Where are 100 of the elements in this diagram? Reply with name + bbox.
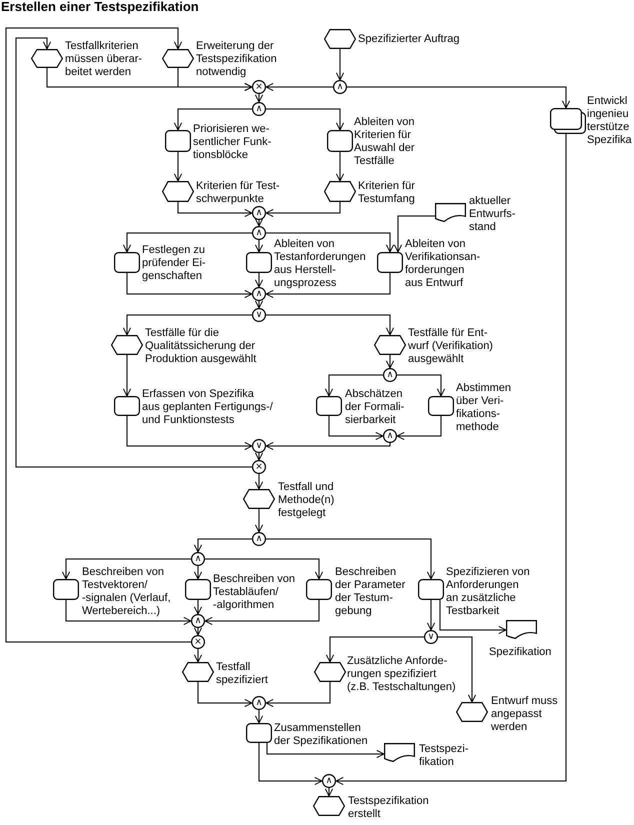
logic-operator: × [255, 82, 263, 92]
event-label: Erweiterung der Testspezifikation notwendig [196, 40, 277, 79]
diagram-title: Erstellen einer Testspezifikation [1, 0, 199, 14]
event-label: Kriterien für Testumfang [358, 180, 415, 206]
flow-arrow [324, 374, 384, 396]
flow-arrow [266, 232, 394, 252]
function-label: Priorisieren we- sentlicher Funk- tionsblöcke [193, 122, 272, 162]
flow-arrow [254, 474, 264, 490]
flow-arrow [254, 300, 264, 308]
function-label: Beschreiben der Parameter der Testum- gebung [335, 566, 406, 618]
logic-operator: ∧ [255, 228, 263, 238]
flow-arrow [266, 538, 436, 580]
logic-operator: ∨ [255, 442, 263, 450]
function-label: Beschreiben von Testabläufen/ -algorithmen [213, 572, 295, 612]
function-label: Ableiten von Verifikationsan- forderungen aus Entwurf [405, 238, 480, 290]
flow-arrow [194, 627, 202, 636]
logic-operator: ∧ [255, 290, 263, 298]
flow-arrow [254, 508, 264, 532]
flow-arrow [326, 636, 424, 662]
logic-operator: ∨ [255, 310, 263, 320]
flow-arrow [254, 94, 264, 102]
flow-arrow [254, 240, 264, 252]
event-label: Testfall und Methode(n) festgelegt [278, 480, 334, 520]
flow-arrow [6, 28, 192, 642]
flow-arrow [336, 152, 344, 182]
flow-arrow [178, 202, 252, 218]
event-label: Zusätzliche Anforde- rungen spezifiziert (z.B. Testschaltungen) [347, 654, 456, 694]
event-label: Entwurf muss angepasst werden [491, 694, 558, 734]
logic-operator: × [255, 462, 263, 472]
flow-arrow [254, 218, 264, 226]
logic-operator: ∧ [325, 776, 333, 786]
event-label: Testfälle für Ent- wurf (Verifikation) ausgewählt [408, 326, 493, 366]
flow-arrow [426, 600, 436, 630]
flow-arrow [194, 648, 202, 662]
flow-arrow [396, 374, 446, 396]
flow-arrow [440, 600, 506, 634]
flow-arrow [394, 216, 436, 252]
flow-arrow [266, 82, 334, 92]
interface-label: Entwickl ingenieu terstütze Spezifika [587, 95, 632, 147]
flow-arrow [204, 558, 324, 580]
logic-operator: ∧ [255, 698, 263, 708]
event-label: Testfallkriterien müssen überar- beitet werden [65, 40, 142, 79]
flow-arrow [198, 682, 252, 708]
function-label: Beschreiben von Testvektoren/ -signalen (Verlauf, Wertebereich...) [82, 566, 171, 618]
flow-arrow [126, 416, 252, 450]
flow-arrow [266, 742, 384, 758]
flow-arrow [178, 68, 252, 92]
logic-operator: ∨ [427, 632, 435, 642]
event-label: Testspezifikation erstellt [348, 795, 429, 821]
function-label: Erfassen von Spezifika aus geplanten Fertigungs-/ und Funktionstests [142, 388, 273, 426]
event-label: Testfälle für die Qualitätssicherung der Produktion ausgewählt [145, 326, 256, 366]
flow-arrow [386, 354, 394, 368]
logic-operator: ∧ [336, 82, 344, 92]
function-label: Festlegen zu prüfender Ei- genschaften [142, 244, 206, 282]
flow-arrow [266, 442, 390, 450]
flow-arrow [66, 600, 192, 626]
flow-arrow [254, 452, 264, 460]
event-label: Testfall spezifiziert [216, 660, 268, 686]
function-label: Spezifizieren von Anforderungen an zusätzliche Testbarkeit [446, 566, 530, 618]
logic-operator: ∧ [255, 104, 263, 114]
flow-arrow [438, 636, 476, 702]
document-label: Testspezi- fikation [419, 742, 469, 768]
flow-arrow [324, 788, 334, 796]
flow-arrow [194, 566, 202, 580]
flow-arrow [62, 558, 192, 580]
flow-arrow [346, 86, 570, 108]
flow-arrow [122, 314, 252, 336]
logic-operator: ∧ [255, 208, 263, 218]
event-label: Kriterien für Test- schwerpunkte [196, 180, 280, 206]
flow-arrow [174, 108, 252, 130]
logic-operator: ∧ [386, 432, 394, 440]
document-label: Spezifikation [489, 646, 552, 658]
logic-operator: ∧ [386, 370, 394, 380]
logic-operator: ∧ [194, 616, 202, 626]
logic-operator: ∧ [194, 554, 202, 564]
flow-arrow [336, 134, 566, 786]
flow-arrow [16, 38, 252, 468]
flow-arrow [266, 314, 394, 336]
flow-arrow [122, 354, 132, 396]
flow-arrow [254, 710, 264, 724]
flow-arrow [266, 202, 340, 218]
event-label: Spezifizierter Auftrag [358, 33, 460, 46]
function-label: Abschätzen der Formali- sierbarkeit [345, 388, 404, 426]
flow-arrow [194, 538, 252, 552]
flow-arrow [266, 272, 390, 298]
logic-operator: × [194, 638, 202, 646]
flow-arrow [396, 416, 442, 440]
flow-arrow [174, 152, 182, 182]
flow-arrow [126, 272, 252, 298]
function-label: Ableiten von Testanforderungen aus Herstell- ungsprozess [274, 238, 366, 290]
flow-arrow [328, 416, 384, 440]
flow-arrow [258, 742, 322, 786]
flow-arrow [194, 600, 202, 614]
logic-operator: ∧ [255, 534, 263, 544]
function-label: Ableiten von Kriterien für Auswahl der Testfälle [354, 116, 415, 168]
function-label: Zusammenstellen der Spezifikationen [274, 722, 368, 748]
flow-arrow [336, 48, 344, 80]
document-label: aktueller Entwurfs- stand [469, 194, 516, 234]
flow-arrow [122, 232, 252, 252]
flow-arrow [266, 108, 344, 130]
